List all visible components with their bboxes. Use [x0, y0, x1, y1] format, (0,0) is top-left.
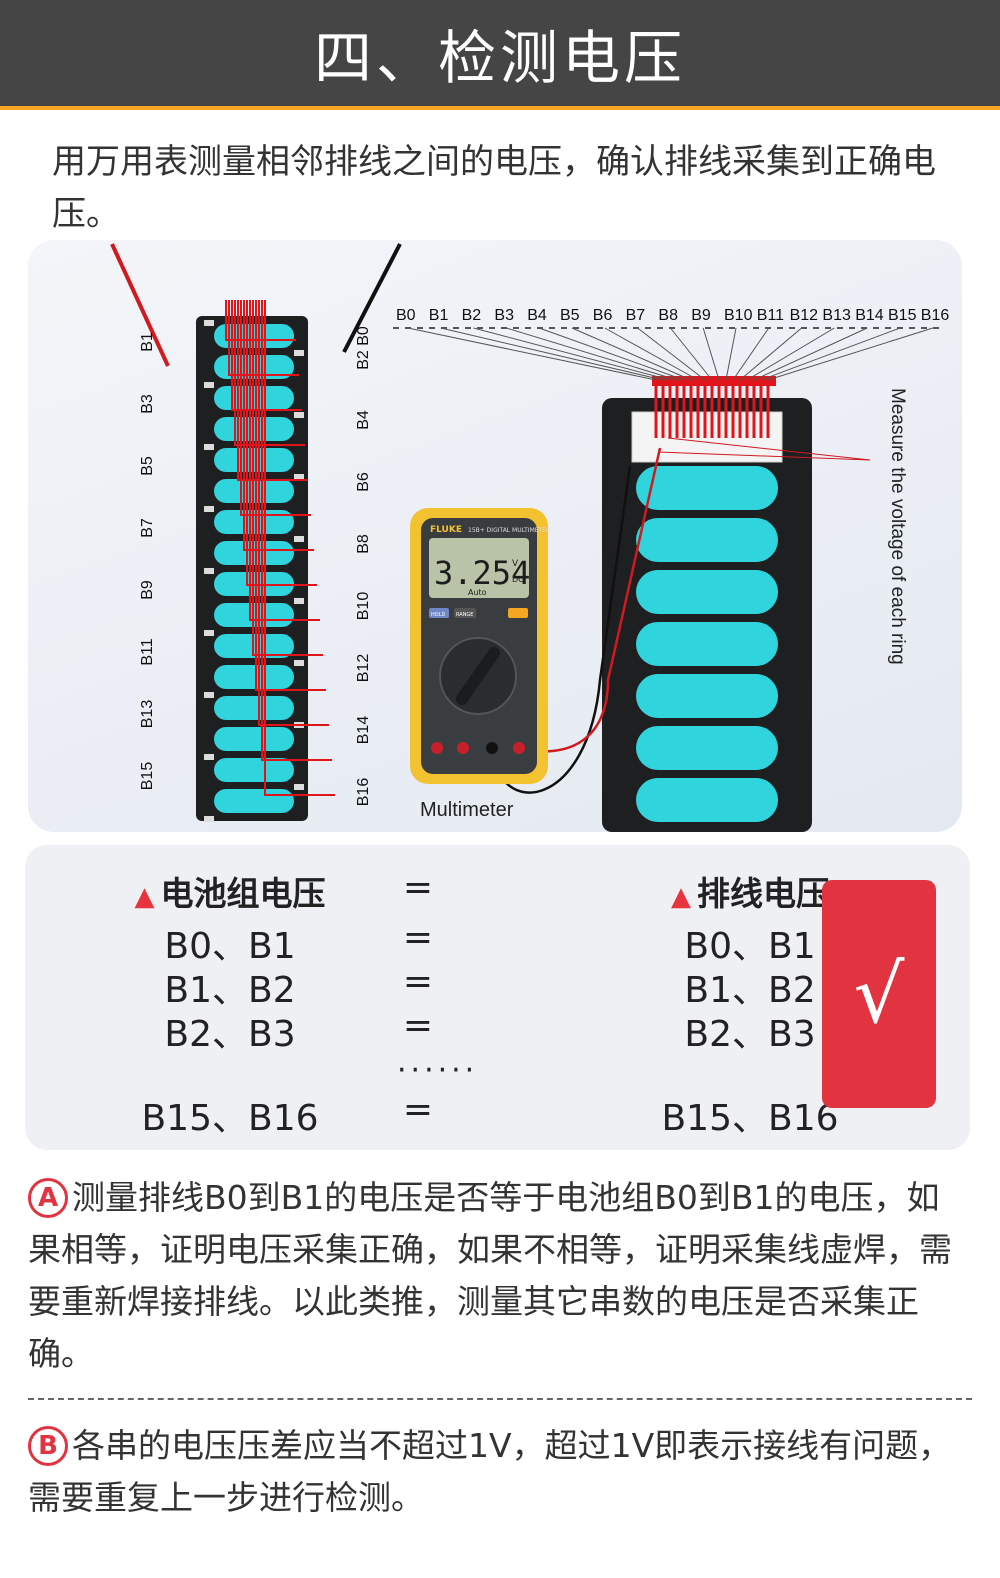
battery-cell [636, 622, 778, 666]
lead-label: B16 [921, 307, 950, 324]
intro-text: 用万用表测量相邻排线之间的电压，确认排线采集到正确电压。 [52, 142, 936, 234]
jack-v [513, 742, 525, 754]
multimeter: FLUKE 15B+ DIGITAL MULTIMETER 3.254 V DC… [410, 508, 550, 821]
battery-cell [214, 665, 294, 689]
battery-cell [214, 789, 294, 813]
lead-label: B11 [757, 307, 784, 324]
lead-label: B7 [626, 307, 646, 324]
badge-a-icon: A [28, 1178, 68, 1218]
cell-label: B3 [139, 394, 156, 414]
battery-cell [214, 727, 294, 751]
jack-ma [457, 742, 469, 754]
note-b-text: 各串的电压压差应当不超过1V，超过1V即表示接线有问题，需要重复上一步进行检测。 [28, 1426, 952, 1517]
cell-label: B4 [355, 410, 372, 430]
battery-voltage-header: ▲电池组电压 [134, 874, 326, 913]
battery-cell [214, 696, 294, 720]
badge-b-icon: B [28, 1426, 68, 1466]
svg-text:RANGE: RANGE [456, 612, 473, 618]
cell-label: B9 [139, 580, 156, 600]
cell-label: B16 [355, 778, 372, 807]
dashed-divider [28, 1398, 972, 1400]
cell-label: B2 B0 [355, 326, 372, 370]
battery-cell [636, 466, 778, 510]
lead-label: B0 [396, 307, 416, 324]
right-battery-pack [602, 376, 812, 832]
cell-label: B6 [355, 472, 372, 492]
red-probe [110, 243, 170, 367]
comparison-row: B2、B3 = B2、B3 [164, 1005, 816, 1055]
cell-label: B10 [355, 592, 372, 621]
battery-cell [214, 758, 294, 782]
side-caption: Measure the voltage of each ring [887, 388, 908, 665]
triangle-icon: ▲ [671, 882, 691, 912]
battery-cell [636, 726, 778, 770]
lead-label: B13 [822, 307, 851, 324]
lead-voltage-header: ▲排线电压 [671, 874, 829, 913]
multimeter-brand: FLUKE [430, 525, 462, 535]
lead-label: B15 [888, 307, 917, 324]
lead-label: B2 [462, 307, 482, 324]
black-probe [342, 243, 402, 353]
lead-label: B5 [560, 307, 580, 324]
lead-label: B14 [855, 307, 884, 324]
hold-button [429, 608, 449, 618]
multimeter-label: Multimeter [420, 799, 514, 821]
page-title: 四、检测电压 [313, 24, 686, 92]
note-a-text: 测量排线B0到B1的电压是否等于电池组B0到B1的电压，如果相等，证明电压采集正… [28, 1178, 952, 1373]
cell-label: B14 [355, 716, 372, 745]
comparison-row: B1、B2 = B1、B2 [164, 961, 816, 1011]
lead-label: B1 [429, 307, 449, 324]
cell-label: B11 [139, 638, 156, 665]
lead-label: B4 [527, 307, 547, 324]
left-battery-pack [196, 300, 335, 822]
comparison-row: B15、B16 = B15、B16 [141, 1089, 839, 1139]
battery-cell [636, 778, 778, 822]
cell-label: B12 [355, 654, 372, 683]
multimeter-reading: 3.254 [434, 554, 530, 592]
lead-label: B6 [593, 307, 613, 324]
multimeter-auto: Auto [468, 588, 487, 597]
lead-label: B9 [691, 307, 711, 324]
yellow-button [508, 608, 528, 618]
jack-com [486, 742, 498, 754]
cell-label: B8 [355, 534, 372, 554]
lead-label: B8 [658, 307, 678, 324]
check-icon: √ [822, 880, 936, 1108]
jack-10a [431, 742, 443, 754]
lead-label: B12 [790, 307, 819, 324]
cell-label: B7 [139, 518, 156, 538]
ellipsis: ······ [397, 1053, 479, 1088]
battery-cell [636, 518, 778, 562]
page-header: 四、检测电压 [0, 0, 1000, 110]
comparison-header-row: ▲电池组电压 = ▲排线电压 [25, 867, 970, 913]
multimeter-model: 15B+ DIGITAL MULTIMETER [468, 527, 550, 534]
equals-sign: = [402, 867, 434, 908]
battery-cell [636, 674, 778, 718]
multimeter-mode: DC [512, 575, 524, 584]
comparison-row: B0、B1 = B0、B1 [164, 917, 816, 967]
cell-label: B5 [139, 456, 156, 476]
lead-label: B3 [494, 307, 514, 324]
svg-text:HOLD: HOLD [431, 612, 445, 618]
lead-label: B10 [724, 307, 753, 324]
multimeter-unit: V [512, 559, 519, 569]
battery-cell [636, 570, 778, 614]
triangle-icon: ▲ [134, 882, 155, 912]
cell-label: B15 [139, 762, 156, 791]
cell-label: B1 [139, 332, 156, 352]
voltage-comparison-panel: ▲电池组电压 = ▲排线电压 B0、B1 = B0、B1 B1、B2 = B1、… [25, 845, 970, 1150]
range-button [454, 608, 476, 618]
cell-label: B13 [139, 700, 156, 729]
